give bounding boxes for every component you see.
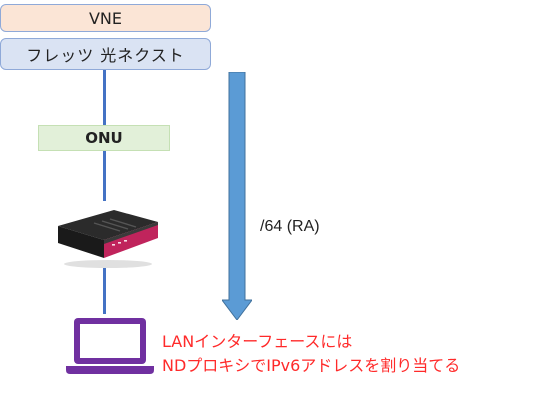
connector-onu-router — [103, 151, 106, 201]
laptop-icon — [66, 318, 154, 374]
vne-label: VNE — [88, 8, 123, 28]
onu-box: ONU — [38, 125, 170, 151]
arrow-label: /64 (RA) — [260, 218, 320, 235]
note-line-1: LANインターフェースには — [162, 332, 353, 351]
connector-flets-onu — [103, 70, 106, 125]
note-line-2: NDプロキシでIPv6アドレスを割り当てる — [162, 356, 461, 375]
router-icon — [58, 210, 158, 268]
flets-label: フレッツ 光ネクスト — [26, 46, 185, 65]
connector-router-laptop — [103, 268, 106, 314]
note-text: LANインターフェースには NDプロキシでIPv6アドレスを割り当てる — [162, 330, 460, 378]
vne-box: VNE — [0, 4, 211, 32]
flets-box: フレッツ 光ネクスト — [0, 38, 211, 70]
onu-label: ONU — [85, 129, 123, 147]
down-arrow — [222, 72, 252, 320]
